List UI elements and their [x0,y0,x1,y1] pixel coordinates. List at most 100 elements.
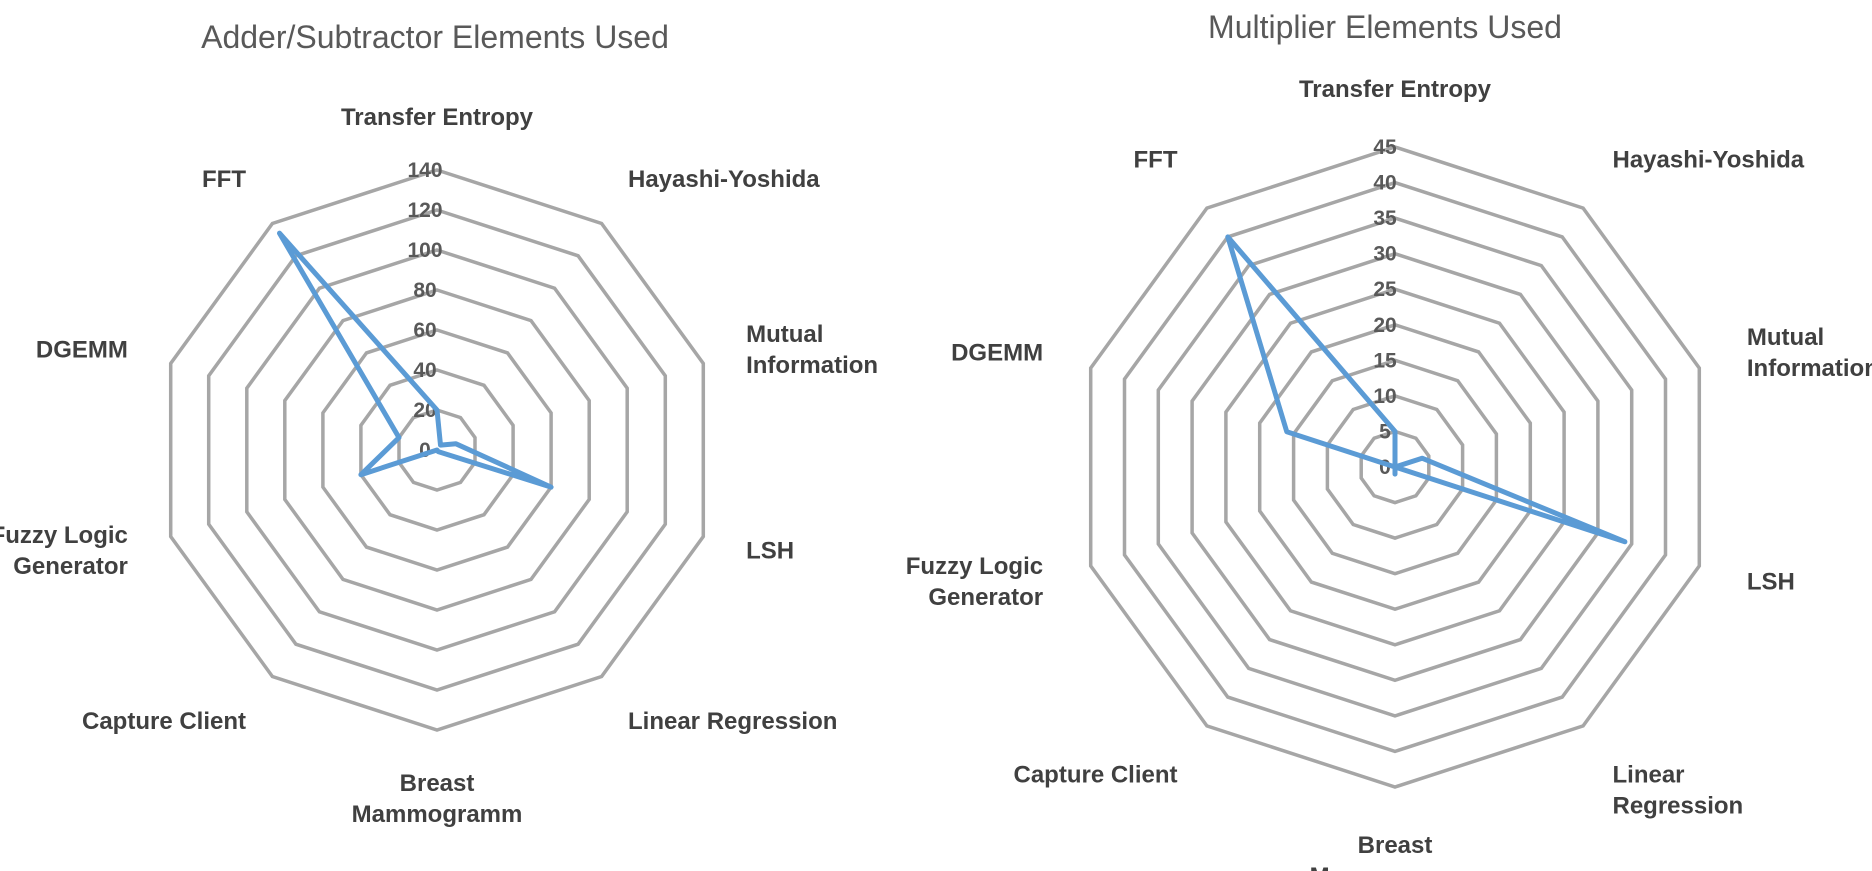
category-label-line: Transfer Entropy [341,104,534,131]
grid-ring [283,288,591,612]
tick-label: 0 [1379,456,1391,479]
category-label-line: Breast [1358,832,1433,859]
category-label-fft: FFT [1134,147,1178,174]
category-label-line: Generator [928,584,1043,611]
category-label-line: LSH [746,537,794,564]
data-point-transfer-entropy [1394,430,1396,432]
category-label-line: Regression [1613,792,1744,819]
tick-label: 10 [1373,385,1396,408]
data-point-transfer-entropy [436,409,438,411]
multiplier-radar-chart: Multiplier Elements Used 051015202530354… [906,9,1872,871]
tick-label: 35 [1373,207,1397,230]
tick-label: 100 [407,239,442,262]
grid-ring [1156,216,1634,718]
category-label-capture-client: Capture Client [1013,761,1177,788]
grid-ring [321,328,553,572]
category-label-transfer-entropy: Transfer Entropy [1299,76,1492,103]
data-point-fuzzy-logic-generator [1394,466,1396,468]
data-point-fft [1227,236,1229,238]
tick-label: 140 [407,159,442,182]
category-label-dgemm: DGEMM [36,337,128,364]
category-label-line: Generator [13,553,128,580]
category-label-fft: FFT [202,166,246,193]
grid-ring [1088,145,1702,789]
data-point-mutual-information [455,443,457,445]
data-point-dgemm [1286,431,1288,433]
category-label-line: Linear Regression [628,708,837,735]
series-line [1225,234,1628,545]
grid-ring [1224,287,1566,647]
grid-ring [168,168,706,732]
category-label-line: Capture Client [1013,761,1177,788]
tick-label: 80 [413,279,436,302]
series-line [277,230,554,490]
grid-ring [1122,180,1668,754]
chart-title: Adder/Subtractor Elements Used [201,19,669,55]
grid-ring [397,408,477,492]
data-point-mutual-information [1421,457,1423,459]
category-label-transfer-entropy: Transfer Entropy [341,104,534,131]
category-label-lsh: LSH [746,537,794,564]
category-label-line: Linear [1613,761,1685,788]
category-label-dgemm: DGEMM [951,340,1043,367]
category-label-line: Mammogramm [352,801,523,828]
tick-label: 60 [413,319,436,342]
category-label-line: Hayashi-Yoshida [628,166,820,193]
data-point-dgemm [398,437,400,439]
data-point-hayashi-yoshida [440,444,441,446]
data-point-capture-client [436,449,438,451]
tick-label: 0 [419,439,431,462]
tick-label: 30 [1373,243,1396,266]
grid-ring [1291,358,1499,576]
data-point-breast-mammogramm [1394,473,1396,475]
adder-subtractor-radar-chart: Adder/Subtractor Elements Used 020406080… [0,19,878,828]
grid-ring [359,368,515,532]
tick-label: 15 [1373,349,1397,372]
category-label-line: Hayashi-Yoshida [1613,147,1805,174]
category-label-line: Fuzzy Logic [0,522,128,549]
grid-ring [1359,429,1431,505]
category-label-line: Mammogramm [1310,863,1481,871]
tick-label: 120 [407,199,442,222]
category-label-line: DGEMM [36,337,128,364]
category-label-linear-regression: Linear Regression [628,708,837,735]
data-point-fft [279,232,280,234]
grid-ring [206,208,668,692]
category-label-line: Information [746,352,878,379]
category-label-line: LSH [1747,568,1795,595]
tick-label: 40 [1373,172,1396,195]
category-label-hayashi-yoshida: Hayashi-Yoshida [628,166,820,193]
category-label-line: FFT [1134,147,1178,174]
data-point-lsh [1624,541,1626,543]
category-label-line: Mutual [746,321,823,348]
category-label-line: Mutual [1747,324,1824,351]
category-label-lsh: LSH [1747,568,1795,595]
tick-label: 40 [413,359,436,382]
category-label-line: DGEMM [951,340,1043,367]
category-label-line: FFT [202,166,246,193]
data-point-linear-regression [437,451,439,453]
data-point-lsh [550,486,552,488]
category-label-line: Breast [400,770,475,797]
category-label-hayashi-yoshida: Hayashi-Yoshida [1613,147,1805,174]
category-label-capture-client: Capture Client [82,708,246,735]
data-point-fuzzy-logic-generator [360,474,362,476]
tick-label: 20 [1373,314,1396,337]
category-label-line: Fuzzy Logic [906,553,1043,580]
tick-label: 45 [1373,136,1397,159]
category-label-line: Information [1747,355,1872,382]
grid-ring [1190,251,1600,683]
chart-title: Multiplier Elements Used [1208,9,1562,45]
category-label-line: Transfer Entropy [1299,76,1492,103]
grid-ring [1325,394,1465,540]
category-label-line: Capture Client [82,708,246,735]
tick-label: 25 [1373,278,1397,301]
